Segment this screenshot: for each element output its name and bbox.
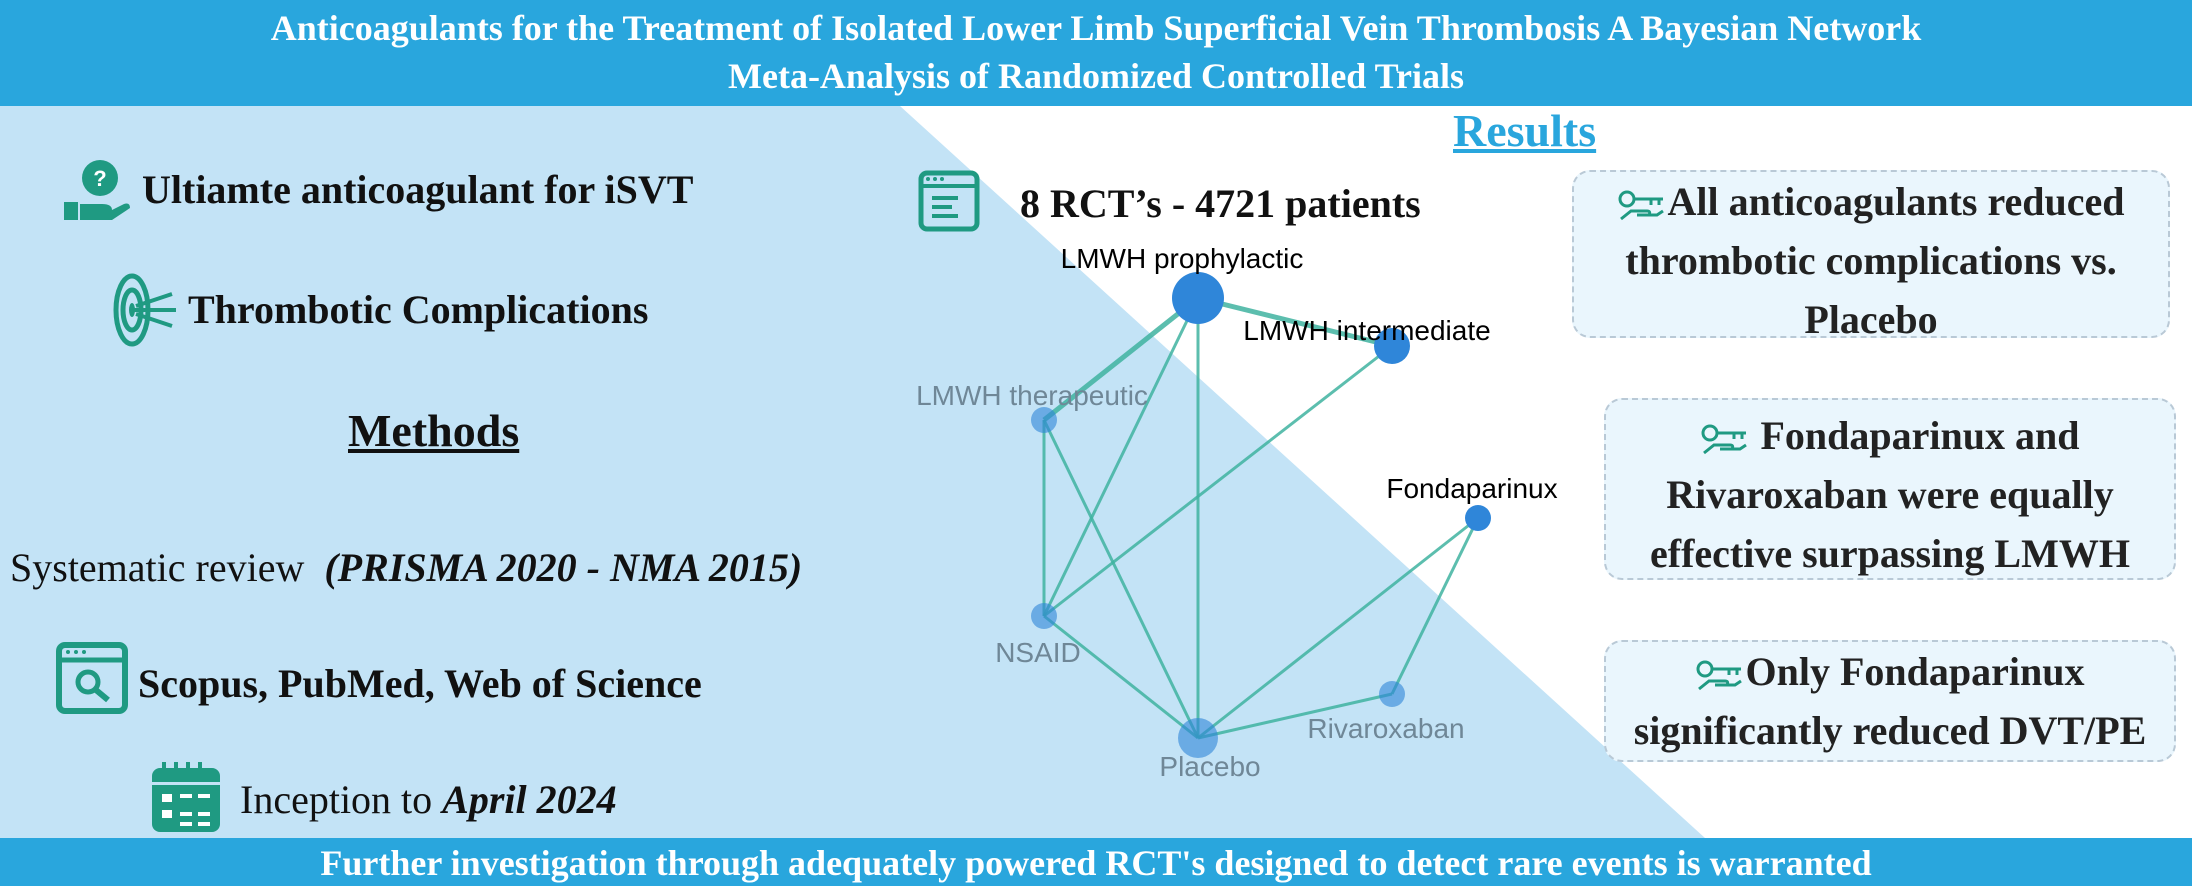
title-line-2: Meta-Analysis of Randomized Controlled T… (728, 56, 1464, 96)
result-1-line-1: All anticoagulants reduced (1667, 179, 2125, 224)
review-prefix: Systematic review (10, 545, 305, 590)
review-detail: (PRISMA 2020 - NMA 2015) (324, 545, 803, 590)
conclusion-banner: Further investigation through adequately… (0, 838, 2192, 886)
network-edge-rivaroxaban-placebo (1197, 692, 1393, 740)
calendar-icon (152, 762, 220, 832)
search-window-icon (56, 642, 128, 714)
network-edge-lmwh_prophylactic-nsaid (1042, 297, 1200, 617)
result-1-line-3: Placebo (1804, 297, 1938, 342)
network-node-placebo (1178, 718, 1218, 758)
methods-heading: Methods (348, 405, 520, 456)
result-box-3: Only Fondaparinux significantly reduced … (1604, 640, 2176, 762)
network-edge-lmwh_intermediate-nsaid (1043, 344, 1393, 618)
network-label-fondaparinux: Fondaparinux (1386, 473, 1557, 504)
key-icon (1695, 649, 1745, 694)
network-label-nsaid: NSAID (995, 637, 1081, 668)
network-edge-lmwh_prophylactic-lmwh_therapeutic (1042, 296, 1200, 422)
result-box-2: Fondaparinux and Rivaroxaban were equall… (1604, 398, 2176, 580)
network-edge-lmwh_therapeutic-placebo (1042, 419, 1200, 739)
network-edges (1042, 295, 1480, 740)
background-panel (0, 106, 1705, 838)
key-icon (1617, 179, 1667, 224)
timeline-date: April 2024 (442, 777, 617, 822)
study-count: 8 RCT’s - 4721 patients (1020, 181, 1421, 226)
document-icon (918, 170, 980, 232)
network-edge-lmwh_prophylactic-lmwh_intermediate (1197, 295, 1393, 349)
network-edge-fondaparinux-placebo (1197, 516, 1479, 740)
timeline-prefix: Inception to (240, 777, 433, 822)
key-icon (1700, 413, 1750, 458)
result-1-line-2: thrombotic complications vs. (1625, 238, 2117, 283)
question-text: Ultiamte anticoagulant for iSVT (142, 167, 694, 212)
question-hand-icon: ? (64, 160, 130, 220)
result-2-line-2: Rivaroxaban were equally (1666, 472, 2114, 517)
network-node-lmwh_therapeutic (1031, 407, 1057, 433)
result-box-1: All anticoagulants reduced thrombotic co… (1572, 170, 2170, 342)
network-node-lmwh_intermediate (1374, 328, 1410, 364)
result-2-line-1: Fondaparinux and (1760, 413, 2080, 458)
title-banner: Anticoagulants for the Treatment of Isol… (0, 0, 2192, 106)
target-icon (113, 273, 176, 347)
result-2-line-3: effective surpassing LMWH (1650, 531, 2130, 576)
results-heading: Results (1453, 105, 1597, 156)
network-edge-nsaid-placebo (1043, 614, 1199, 740)
title-line-1: Anticoagulants for the Treatment of Isol… (270, 8, 1922, 48)
databases-text: Scopus, PubMed, Web of Science (138, 661, 702, 706)
network-label-lmwh_therapeutic: LMWH therapeutic (916, 380, 1148, 411)
outcome-text: Thrombotic Complications (188, 287, 649, 332)
result-3-line-2: significantly reduced DVT/PE (1633, 708, 2147, 753)
network-node-lmwh_prophylactic (1172, 272, 1224, 324)
result-3-line-1: Only Fondaparinux (1745, 649, 2085, 694)
network-label-lmwh_prophylactic: LMWH prophylactic (1061, 243, 1304, 274)
network-node-rivaroxaban (1379, 681, 1405, 707)
network-edge-fondaparinux-rivaroxaban (1390, 517, 1480, 695)
network-label-placebo: Placebo (1159, 751, 1260, 782)
timeline-line: Inception to April 2024 (240, 776, 617, 823)
network-label-lmwh_intermediate: LMWH intermediate (1243, 315, 1490, 346)
network-label-rivaroxaban: Rivaroxaban (1307, 713, 1464, 744)
network-node-nsaid (1031, 603, 1057, 629)
review-line: Systematic review (PRISMA 2020 - NMA 201… (10, 544, 802, 591)
svg-text:?: ? (93, 166, 106, 191)
network-node-fondaparinux (1465, 505, 1491, 531)
